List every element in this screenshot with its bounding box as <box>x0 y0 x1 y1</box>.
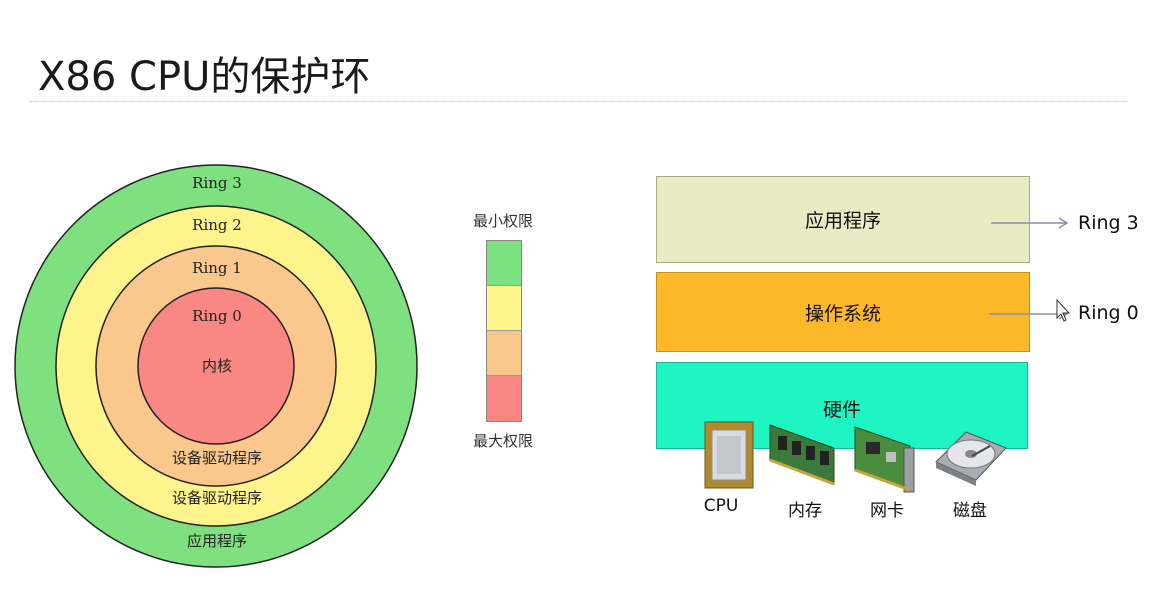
ring-1-label: Ring 1 <box>192 259 242 277</box>
title-divider <box>30 101 1128 102</box>
cpu-icon <box>704 421 754 489</box>
apps-ring-label: 应用程序 <box>187 532 247 550</box>
hardware-layer-label: 硬件 <box>822 399 861 421</box>
ring-3-label: Ring 3 <box>192 174 242 192</box>
memory-label: 内存 <box>788 501 822 521</box>
slide-title: X86 CPU的保护环 <box>38 54 371 100</box>
protection-rings-diagram: Ring 3 Ring 2 Ring 1 Ring 0 内核 设备驱动程序 设备… <box>14 164 418 568</box>
legend-cell-ring0 <box>487 376 521 421</box>
memory-icon <box>769 424 835 486</box>
os-layer: 操作系统 <box>656 272 1030 352</box>
ring-2-label: Ring 2 <box>192 216 242 234</box>
os-layer-label: 操作系统 <box>804 302 881 325</box>
cpu-label: CPU <box>703 496 739 516</box>
legend-max-privilege: 最大权限 <box>472 432 533 450</box>
mouse-cursor-icon <box>1056 298 1071 322</box>
disk-label: 磁盘 <box>953 501 987 521</box>
driver-outer-label: 设备驱动程序 <box>172 489 262 507</box>
disk-icon <box>935 431 1007 486</box>
legend-min-privilege: 最小权限 <box>472 212 533 230</box>
legend-cell-ring1 <box>487 331 521 376</box>
ring-0-tag: Ring 0 <box>1078 302 1139 324</box>
ring-3-tag: Ring 3 <box>1078 212 1139 234</box>
apps-layer-label: 应用程序 <box>804 210 881 232</box>
network-card-icon <box>854 426 915 493</box>
ring-0-label: Ring 0 <box>192 307 242 325</box>
legend-cell-ring2 <box>487 286 521 331</box>
apps-layer: 应用程序 <box>656 176 1030 263</box>
ring-0-circle <box>137 287 295 445</box>
privilege-legend-bar <box>486 240 522 422</box>
legend-cell-ring3 <box>487 241 521 286</box>
driver-inner-label: 设备驱动程序 <box>172 449 262 467</box>
kernel-label: 内核 <box>202 357 232 375</box>
nic-label: 网卡 <box>870 501 904 521</box>
apps-ring-arrowhead <box>1058 217 1069 229</box>
